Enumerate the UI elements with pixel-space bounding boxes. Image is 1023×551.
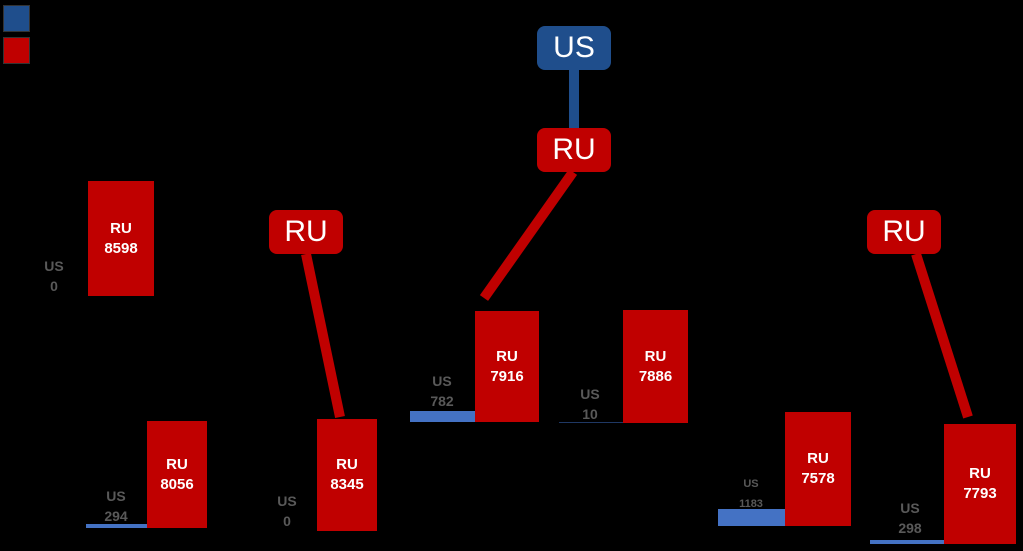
node-us-top: US — [537, 26, 611, 70]
ru-bar-5: RU 7578 — [785, 412, 851, 526]
ru-bar-label: RU — [496, 347, 518, 365]
us-label-text: US — [900, 500, 920, 516]
us-label-2: US 0 — [267, 491, 307, 531]
us-label-value: 294 — [104, 508, 128, 524]
ru-bar-label: RU — [166, 455, 188, 473]
ru-bar-value: 8345 — [330, 476, 364, 493]
ru-bar-value: 8598 — [104, 239, 138, 257]
node-ru-right: RU — [867, 210, 941, 254]
us-label-1: US 294 — [96, 486, 136, 526]
us-label-value: 1183 — [739, 498, 763, 510]
us-bar-1 — [86, 524, 147, 528]
node-ru-mid: RU — [537, 128, 611, 172]
ru-bar-label: RU — [807, 450, 829, 467]
us-label-0: US 0 — [34, 256, 74, 296]
ru-bar-value: 7886 — [638, 367, 673, 385]
connector-left-ru — [301, 252, 345, 419]
us-bar-5 — [718, 509, 785, 526]
us-label-text: US — [277, 493, 297, 509]
ru-bar-value: 7793 — [963, 485, 997, 502]
ru-bar-label: RU — [336, 456, 358, 473]
us-label-text: US — [44, 258, 64, 274]
us-label-value: 0 — [50, 278, 58, 294]
us-label-text: US — [580, 386, 600, 402]
connector-right-ru — [911, 252, 973, 419]
ru-bar-label: RU — [110, 219, 132, 237]
us-label-text: US — [106, 488, 126, 504]
ru-bar-6: RU 7793 — [944, 424, 1016, 544]
connector-mid-ru — [479, 169, 578, 301]
us-bar-4 — [559, 422, 623, 423]
us-label-text: US — [743, 478, 759, 490]
legend-swatch-us — [3, 5, 30, 32]
ru-bar-value: 7578 — [801, 470, 835, 487]
ru-bar-3: RU 7916 — [475, 311, 539, 422]
node-ru-left: RU — [269, 210, 343, 254]
ru-bar-label: RU — [969, 465, 991, 482]
us-label-value: 10 — [582, 406, 598, 422]
us-label-6: US 298 — [890, 498, 930, 538]
us-bar-6 — [870, 540, 944, 544]
legend-swatch-ru — [3, 37, 30, 64]
ru-bar-value: 7916 — [490, 367, 524, 385]
us-label-value: 0 — [283, 513, 291, 529]
ru-bar-value: 8056 — [160, 475, 194, 493]
us-label-value: 298 — [898, 520, 922, 536]
ru-bar-label: RU — [644, 347, 667, 365]
ru-bar-1: RU 8056 — [147, 421, 207, 528]
us-label-text: US — [432, 373, 452, 389]
us-label-value: 782 — [430, 393, 454, 409]
us-bar-3 — [410, 411, 475, 422]
us-label-4: US 10 — [570, 384, 610, 424]
us-label-5: US 1183 — [731, 474, 771, 514]
ru-bar-2: RU 8345 — [317, 419, 377, 531]
us-label-3: US 782 — [422, 371, 462, 411]
ru-bar-0: RU 8598 — [88, 181, 154, 296]
ru-bar-4: RU 7886 — [623, 310, 688, 423]
